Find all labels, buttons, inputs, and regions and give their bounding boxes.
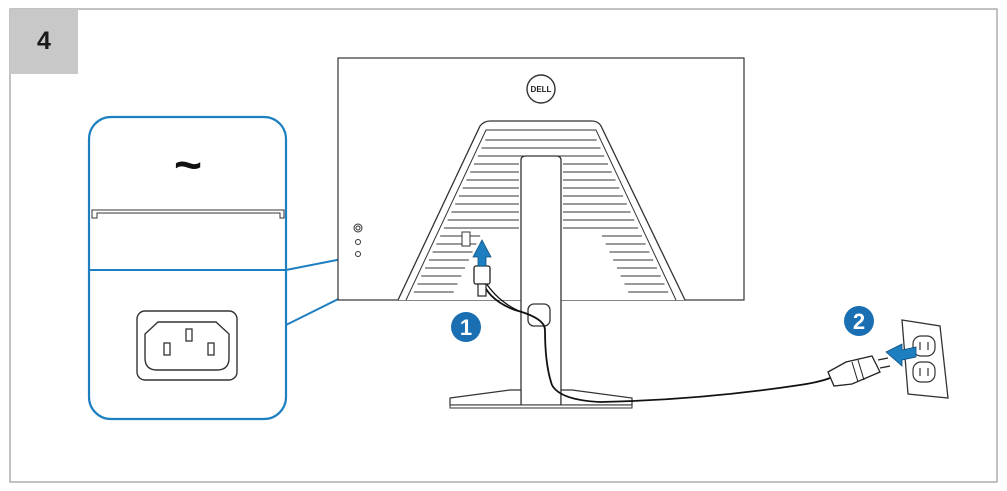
monitor-stand [449, 155, 633, 409]
power-inlet-inset: ~ [87, 115, 288, 421]
step-number-badge: 4 [10, 9, 78, 74]
callout-2: 2 [844, 306, 874, 336]
monitor-buttons [353, 223, 363, 257]
callout-1: 1 [451, 312, 481, 342]
svg-text:2: 2 [853, 309, 865, 334]
diagram-border [9, 8, 998, 483]
dell-logo: DELL [526, 74, 556, 104]
svg-text:DELL: DELL [531, 85, 552, 94]
upload-arrow-icon [472, 239, 492, 267]
ac-power-symbol-icon: ~ [174, 139, 202, 192]
wall-outlet-icon [901, 319, 949, 399]
iec-c14-inlet-icon [136, 310, 238, 381]
insert-arrow-icon [885, 343, 917, 367]
svg-text:1: 1 [460, 315, 472, 340]
power-plug-icon [827, 355, 891, 387]
